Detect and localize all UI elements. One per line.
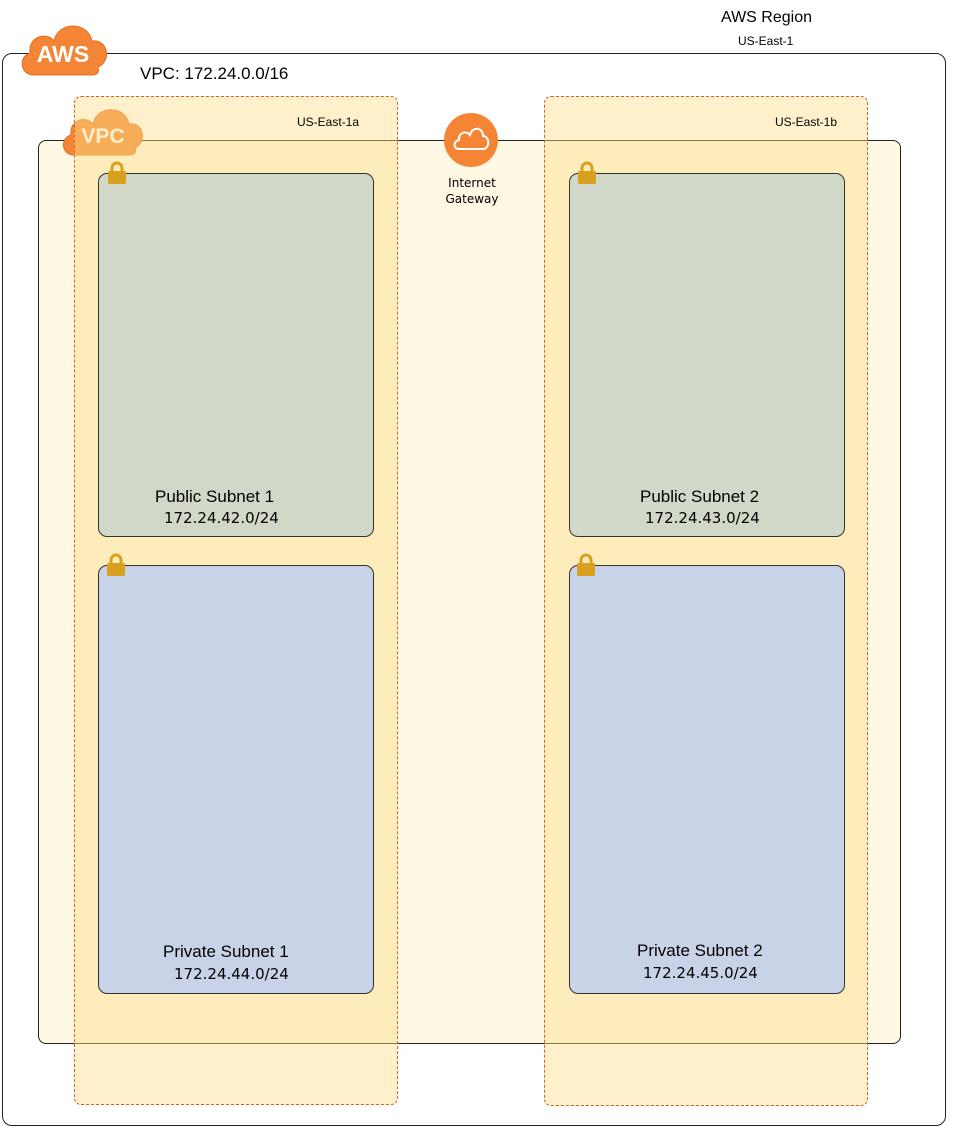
- private-subnet-1-name: Private Subnet 1: [163, 942, 289, 961]
- private-subnet-1-cidr: 172.24.44.0/24: [174, 965, 289, 983]
- region-name: US-East-1: [738, 34, 794, 48]
- availability-zone-a-label: US-East-1a: [297, 115, 360, 129]
- internet-gateway-label: Internet Gateway: [432, 175, 512, 207]
- public-subnet-2: [569, 173, 845, 537]
- vpc-badge-text: VPC: [81, 125, 124, 148]
- region-title: AWS Region: [721, 9, 812, 26]
- private-subnet-1: [98, 565, 374, 994]
- public-subnet-1: [98, 173, 374, 537]
- public-subnet-2-name: Public Subnet 2: [640, 487, 760, 506]
- lock-icon: [577, 553, 595, 576]
- availability-zone-b-label: US-East-1b: [775, 115, 838, 129]
- lock-icon: [108, 161, 126, 184]
- vpc-cloud-icon: VPC: [63, 109, 143, 156]
- public-subnet-1-cidr: 172.24.42.0/24: [164, 509, 279, 527]
- internet-gateway-label-line1: Internet: [448, 176, 496, 190]
- aws-badge-text: AWS: [37, 41, 89, 67]
- private-subnet-2-cidr: 172.24.45.0/24: [643, 964, 758, 982]
- lock-icon: [107, 553, 125, 576]
- private-subnet-2-name: Private Subnet 2: [637, 941, 763, 960]
- internet-gateway-icon: [444, 113, 498, 167]
- public-subnet-2-cidr: 172.24.43.0/24: [645, 509, 760, 527]
- lock-icon: [578, 161, 596, 184]
- private-subnet-2: [569, 565, 845, 994]
- internet-gateway-label-line2: Gateway: [445, 192, 499, 206]
- public-subnet-1-name: Public Subnet 1: [155, 487, 275, 506]
- vpc-title: VPC: 172.24.0.0/16: [140, 64, 289, 83]
- aws-cloud-icon: AWS: [21, 25, 107, 76]
